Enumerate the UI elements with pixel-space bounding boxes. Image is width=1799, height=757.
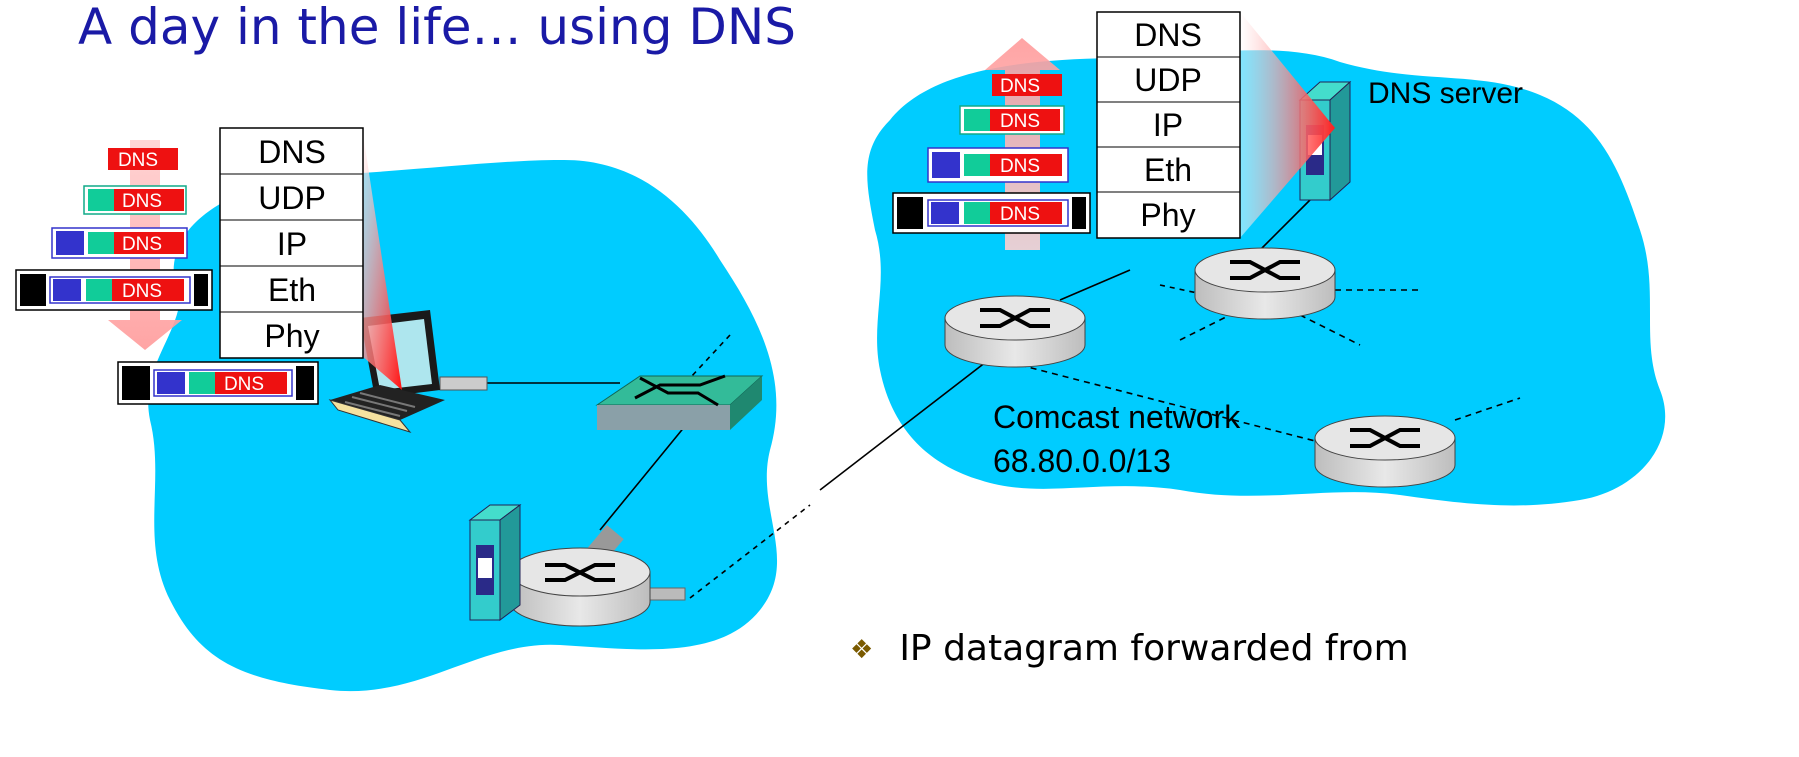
links (487, 199, 1521, 599)
stack-layer-udp: UDP (1134, 62, 1202, 98)
right-decapsulation-beam (1240, 12, 1335, 238)
home-router-icon[interactable] (509, 524, 686, 627)
packet-label: DNS (1000, 111, 1040, 132)
stack-layer-udp: UDP (258, 180, 326, 216)
bullet-icon: ❖ (850, 635, 874, 665)
ethernet-frame: DNS (892, 192, 1091, 234)
dns-server-label: DNS server (1368, 77, 1523, 110)
packet-label: DNS (122, 234, 162, 255)
packet-label: DNS (118, 150, 158, 171)
network-name-label: Comcast network (993, 399, 1241, 435)
stack-layer-dns: DNS (1134, 17, 1202, 53)
dns-message: DNS (992, 74, 1062, 97)
stack-layer-phy: Phy (1140, 197, 1195, 233)
packet-label: DNS (1000, 76, 1040, 97)
stack-layer-eth: Eth (1144, 152, 1192, 188)
slide-title: A day in the life… using DNS (78, 0, 797, 56)
router-icon[interactable] (944, 295, 1086, 368)
packet-label: DNS (1000, 204, 1040, 225)
left-protocol-stack: DNS UDP IP Eth Phy (219, 127, 364, 359)
udp-segment: DNS (83, 185, 187, 215)
stack-layer-ip: IP (277, 226, 307, 262)
dns-message: DNS (108, 148, 178, 171)
dhcp-server-icon[interactable] (468, 504, 522, 621)
udp-segment: DNS (959, 105, 1065, 135)
ethernet-frame: DNS (15, 269, 213, 311)
ethernet-switch-icon[interactable] (595, 374, 764, 430)
router-icon[interactable] (1194, 247, 1336, 320)
ip-datagram: DNS (927, 147, 1069, 183)
packet-label: DNS (122, 281, 162, 302)
stack-layer-dns: DNS (258, 134, 326, 170)
packet-label: DNS (122, 191, 162, 212)
up-arrow (985, 38, 1060, 250)
packet-label: DNS (224, 374, 264, 395)
router-icon[interactable] (1314, 415, 1456, 488)
bullet-text: IP datagram forwarded from (899, 628, 1409, 669)
left-encapsulation-beam (362, 127, 402, 390)
network-prefix-label: 68.80.0.0/13 (993, 443, 1171, 479)
stack-layer-ip: IP (1153, 107, 1183, 143)
ip-datagram: DNS (51, 227, 188, 259)
right-protocol-stack: DNS UDP IP Eth Phy (1096, 11, 1241, 239)
left-packets: DNS DNS DNS DNS (15, 148, 319, 405)
packet-label: DNS (1000, 156, 1040, 177)
stack-layer-phy: Phy (264, 318, 319, 354)
stack-layer-eth: Eth (268, 272, 316, 308)
right-packets: DNS DNS DNS DNS (892, 74, 1091, 234)
physical-frame: DNS (117, 361, 319, 405)
bullet-point: ❖ IP datagram forwarded from (850, 628, 1409, 669)
